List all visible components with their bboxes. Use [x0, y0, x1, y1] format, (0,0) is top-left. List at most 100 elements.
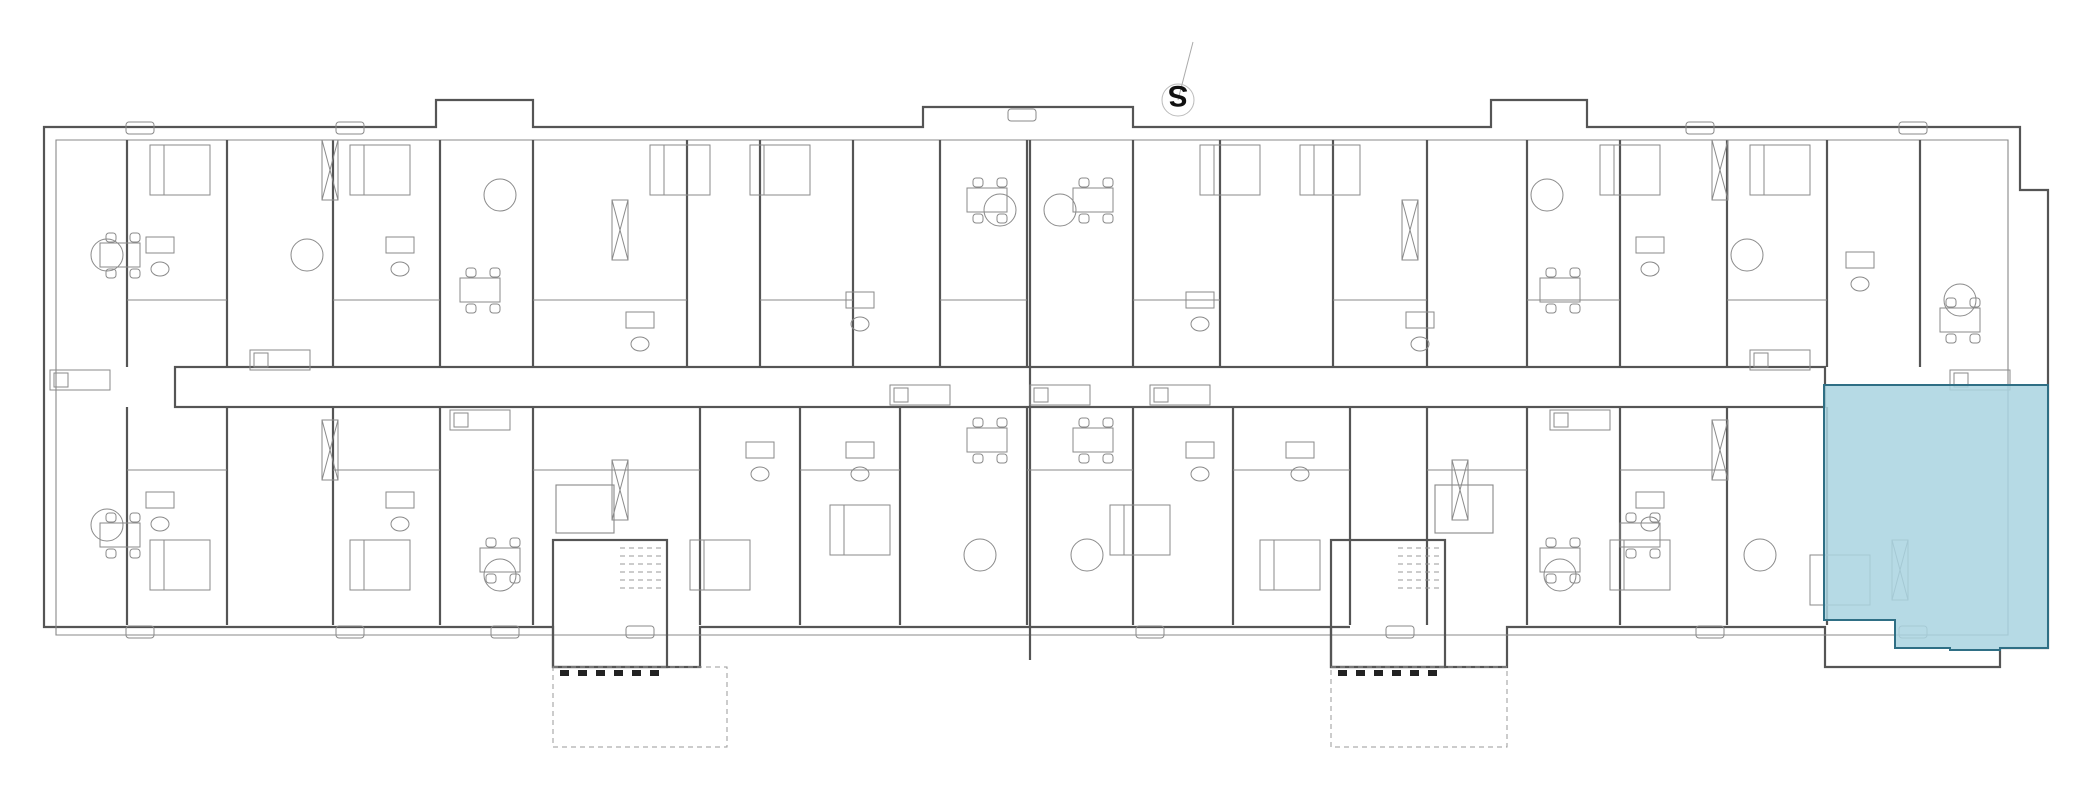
wardrobe [321, 419, 339, 481]
dining-table [99, 242, 141, 268]
toilet [150, 516, 170, 532]
chair [1625, 512, 1637, 523]
stove [1753, 352, 1769, 368]
chair [1545, 573, 1557, 584]
chair [465, 267, 477, 278]
kitchen-counter [49, 369, 111, 391]
wardrobe [611, 459, 629, 521]
wardrobe-cross [1401, 199, 1419, 261]
bed [1199, 144, 1261, 196]
bed [149, 144, 211, 196]
entrance-canopy-left [552, 666, 728, 748]
toilet [1850, 276, 1870, 292]
round-table [983, 193, 1017, 227]
window-radiator [335, 121, 365, 135]
sink [1635, 491, 1665, 509]
windows [125, 108, 1928, 676]
entrance-canopy-right [1330, 666, 1508, 748]
chair [1078, 177, 1090, 188]
pillow [349, 539, 365, 591]
chair [129, 512, 141, 523]
round-table [1730, 238, 1764, 272]
chair [1545, 303, 1557, 314]
entrance-hatch [1392, 670, 1401, 676]
stove [1033, 387, 1049, 403]
kitchen-counter [1549, 409, 1611, 431]
toilet [750, 466, 770, 482]
compass-label: S [1168, 79, 1188, 112]
stove [253, 352, 269, 368]
entrance-hatch [560, 670, 569, 676]
pillow [149, 539, 165, 591]
sink [1405, 311, 1435, 329]
sink [385, 236, 415, 254]
wardrobe [321, 139, 339, 201]
wardrobe-cross [321, 139, 339, 201]
stove [1153, 387, 1169, 403]
dining-table [479, 547, 521, 573]
sink [745, 441, 775, 459]
highlighted-apartment[interactable] [1823, 384, 2049, 651]
dining-table [1539, 547, 1581, 573]
chair [105, 512, 117, 523]
dining-table [1939, 307, 1981, 333]
pillow [1109, 504, 1125, 556]
bed [1299, 144, 1361, 196]
pillow [649, 144, 665, 196]
chair [509, 537, 521, 548]
elevator-left [555, 484, 615, 534]
chair [972, 213, 984, 224]
toilet [1190, 466, 1210, 482]
toilet [150, 261, 170, 277]
entrance-hatch [578, 670, 587, 676]
pillow [349, 144, 365, 196]
toilet [1410, 336, 1430, 352]
chair [1102, 177, 1114, 188]
sink [625, 311, 655, 329]
chair [509, 573, 521, 584]
window-radiator [1685, 121, 1715, 135]
kitchen-counter [1749, 349, 1811, 371]
round-table [1070, 538, 1104, 572]
bed [1599, 144, 1661, 196]
inner-wall [55, 139, 2009, 636]
wardrobe [611, 199, 629, 261]
corridor [173, 365, 1827, 409]
sink [845, 441, 875, 459]
sink [1285, 441, 1315, 459]
window-radiator [625, 625, 655, 639]
round-table [1530, 178, 1564, 212]
round-table [1943, 283, 1977, 317]
entrance-hatch [650, 670, 659, 676]
round-table [483, 558, 517, 592]
chair [1569, 267, 1581, 278]
building-structure [42, 98, 2050, 748]
toilet [1640, 516, 1660, 532]
chair [485, 573, 497, 584]
entrance-hatch [1410, 670, 1419, 676]
chair [1569, 573, 1581, 584]
entrance-hatch [1374, 670, 1383, 676]
window-radiator [1898, 121, 1928, 135]
round-table [963, 538, 997, 572]
wardrobe-cross [1711, 419, 1729, 481]
compass-circle [1161, 83, 1195, 117]
chair [465, 303, 477, 314]
bed [1109, 504, 1171, 556]
sink [1185, 441, 1215, 459]
dining-table [1072, 427, 1114, 453]
entrance-hatch [614, 670, 623, 676]
entrance-hatch [1356, 670, 1365, 676]
chair [129, 268, 141, 279]
chair [1969, 333, 1981, 344]
wardrobe-cross [611, 459, 629, 521]
sink [1845, 251, 1875, 269]
chair [1102, 453, 1114, 464]
chair [1102, 417, 1114, 428]
dining-table [99, 522, 141, 548]
chair [996, 453, 1008, 464]
chair [972, 177, 984, 188]
chair [1078, 453, 1090, 464]
chair [1545, 537, 1557, 548]
